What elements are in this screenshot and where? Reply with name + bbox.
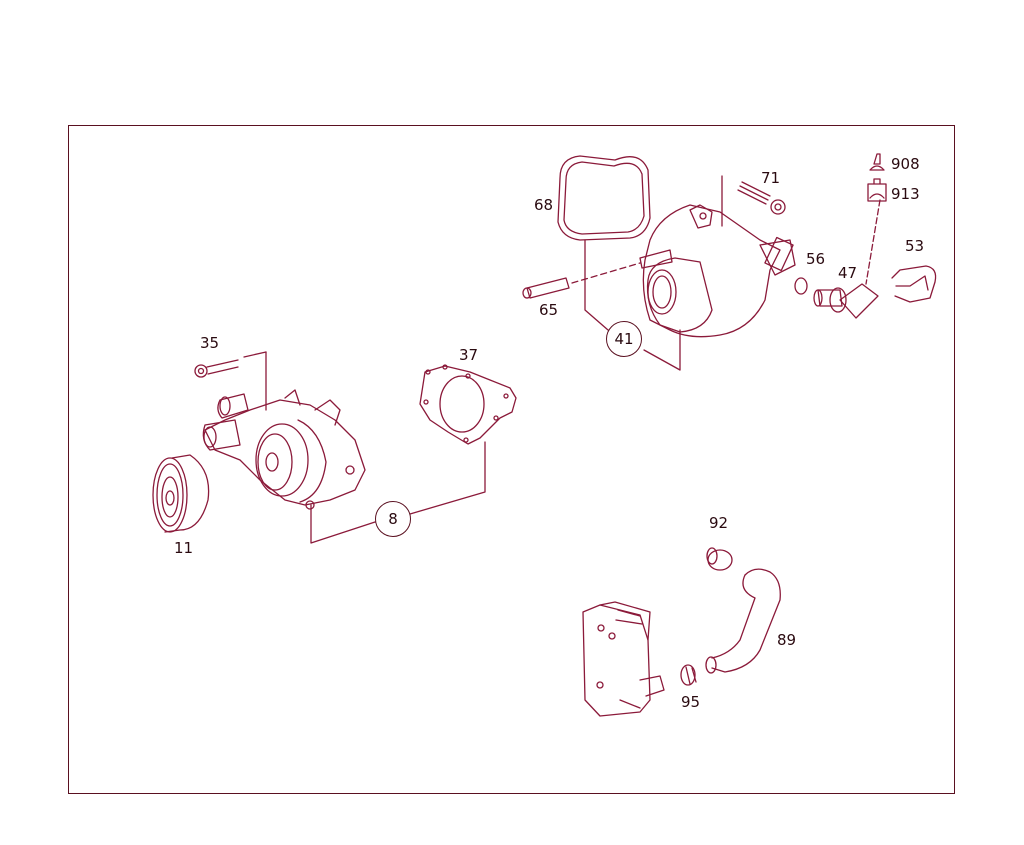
- thermostat-housing-icon: [639, 204, 796, 338]
- seal-68-icon: [557, 155, 651, 241]
- clamp-92-icon: [706, 547, 733, 571]
- oil-cooler-icon: [582, 601, 665, 717]
- part-label-53[interactable]: 56: [806, 250, 826, 268]
- clip-56-icon: [891, 265, 937, 303]
- part-label-68[interactable]: 68: [534, 196, 554, 214]
- sensor-47-icon: [813, 199, 881, 319]
- pulley-11-icon: [152, 454, 210, 533]
- part-label-92[interactable]: 92: [709, 514, 729, 532]
- water-pump-icon: [202, 389, 366, 510]
- pin-65-icon: [522, 262, 641, 299]
- bolt-35-icon: [194, 351, 267, 411]
- leader-41b: [643, 329, 681, 371]
- part-label-908[interactable]: 908: [891, 155, 920, 173]
- part-label-8[interactable]: 8: [375, 501, 411, 537]
- leader-8a: [310, 504, 376, 544]
- leader-41: [584, 239, 609, 331]
- symbol-908-icon: [869, 153, 885, 171]
- gasket-37-icon: [419, 364, 517, 445]
- part-label-11[interactable]: 11: [174, 539, 194, 557]
- part-label-71[interactable]: 71: [761, 169, 781, 187]
- part-label-95[interactable]: 95: [681, 693, 701, 711]
- part-label-913[interactable]: 913: [891, 185, 920, 203]
- clamp-95-icon: [680, 664, 697, 686]
- part-label-65[interactable]: 65: [539, 301, 559, 319]
- oring-53-icon: [794, 277, 808, 295]
- part-label-47[interactable]: 47: [838, 264, 858, 282]
- leader-8b: [409, 441, 486, 515]
- part-label-89[interactable]: 89: [777, 631, 797, 649]
- hose-89-icon: [705, 568, 781, 674]
- part-label-41[interactable]: 41: [606, 321, 642, 357]
- bolt-71-icon: [737, 181, 786, 215]
- diagram-frame: [68, 125, 955, 794]
- symbol-913-icon: [867, 178, 887, 202]
- part-label-56[interactable]: 53: [905, 237, 925, 255]
- part-label-37[interactable]: 37: [459, 346, 479, 364]
- part-label-35[interactable]: 35: [200, 334, 220, 352]
